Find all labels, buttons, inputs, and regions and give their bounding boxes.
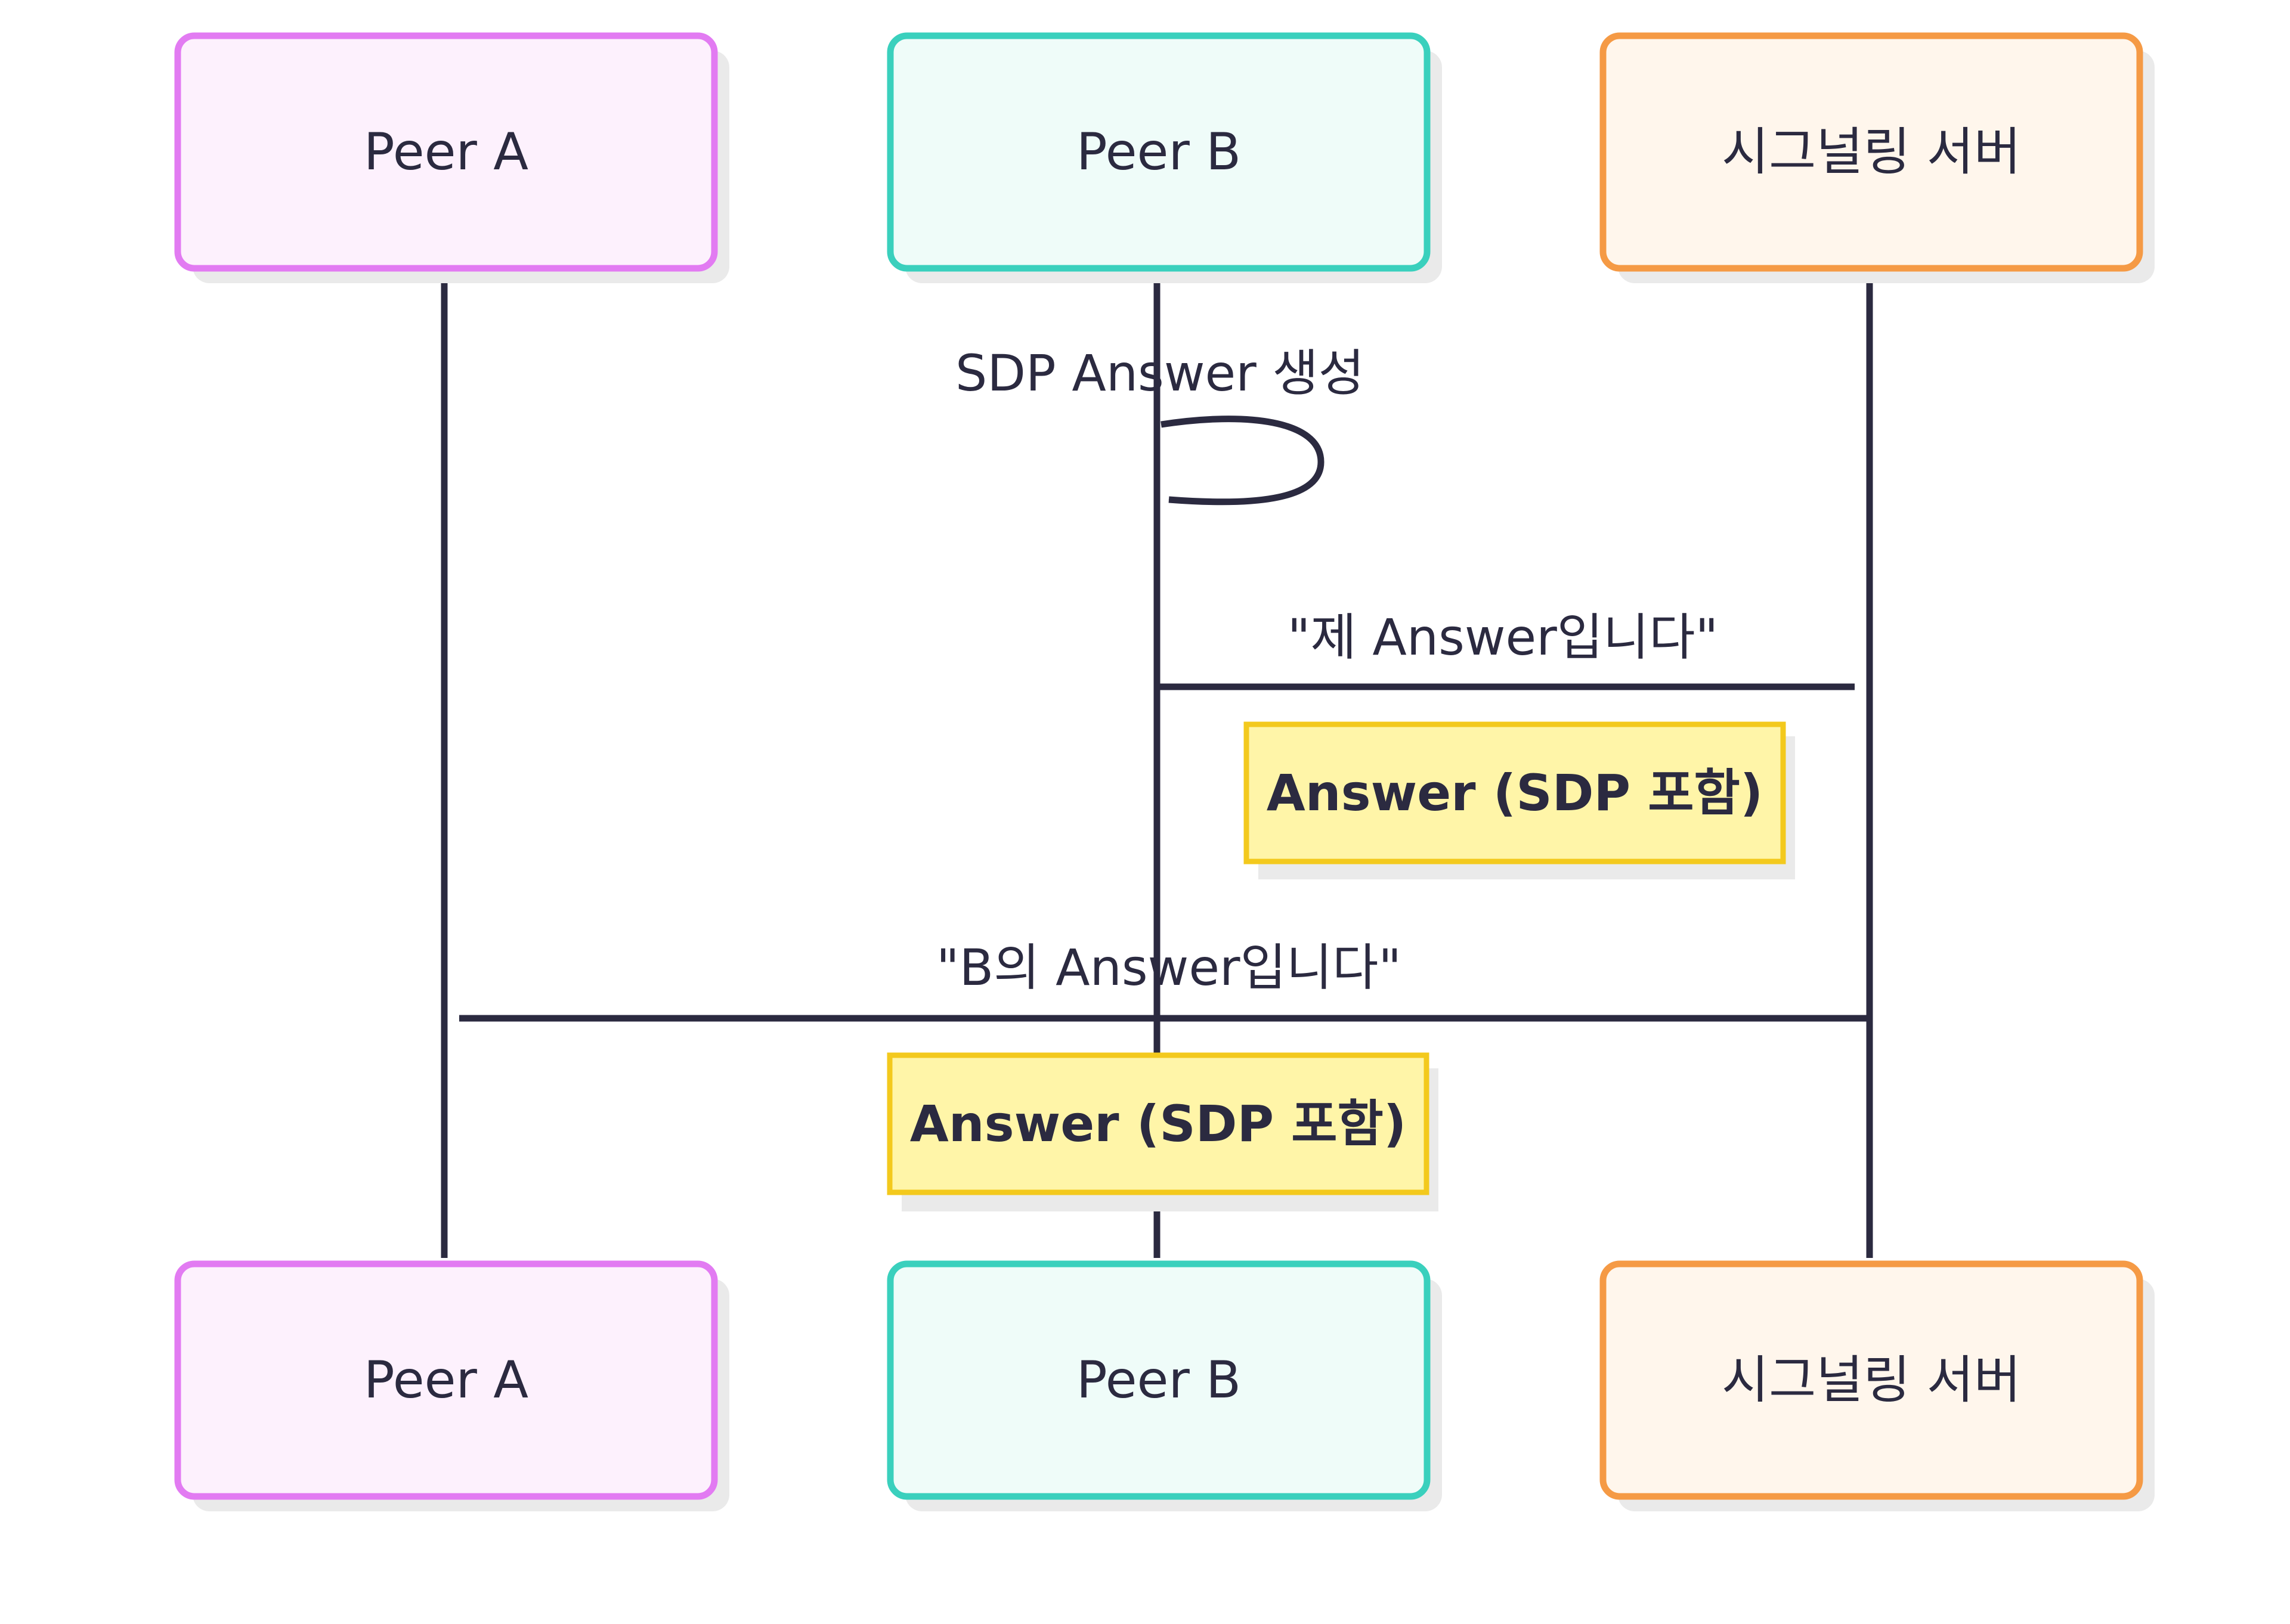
participant-label: Peer B <box>1076 122 1241 182</box>
participant-bottom-signaling-server: 시그널링 서버 <box>1599 1260 2155 1511</box>
participant-bottom-peer-b: Peer B <box>887 1260 1442 1511</box>
message-label: "B의 Answer입니다" <box>936 938 1401 997</box>
participant-top-peer-a: Peer A <box>174 32 729 283</box>
participant-label: Peer A <box>364 122 528 182</box>
participant-bottom-peer-a: Peer A <box>174 1260 729 1511</box>
note-label: Answer (SDP 포함) <box>1267 764 1763 822</box>
participant-top-signaling-server: 시그널링 서버 <box>1599 32 2155 283</box>
participant-label: Peer B <box>1076 1350 1241 1410</box>
participant-top-peer-b: Peer B <box>887 32 1442 283</box>
message-self-answer: SDP Answer 생성 <box>955 344 1364 506</box>
note-label: Answer (SDP 포함) <box>910 1095 1406 1153</box>
message-answer-to-server: "제 Answer입니다" <box>1160 608 1855 690</box>
note-box <box>1243 721 1786 864</box>
participant-box <box>1599 1260 2143 1500</box>
participant-box <box>174 32 718 272</box>
participant-box <box>887 1260 1431 1500</box>
message-answer-to-peer-a: "B의 Answer입니다" <box>459 938 1870 1022</box>
note-2: Answer (SDP 포함) <box>887 1052 1438 1211</box>
participant-label: 시그널링 서버 <box>1722 1350 2021 1410</box>
participant-label: Peer A <box>364 1350 528 1410</box>
participant-box <box>174 1260 718 1500</box>
self-loop-arrow <box>1161 416 1325 506</box>
message-label: SDP Answer 생성 <box>955 344 1364 402</box>
participant-box <box>887 32 1431 272</box>
note-box <box>887 1052 1429 1195</box>
participant-label: 시그널링 서버 <box>1722 122 2021 182</box>
participant-box <box>1599 32 2143 272</box>
note-1: Answer (SDP 포함) <box>1243 721 1795 879</box>
message-label: "제 Answer입니다" <box>1288 608 1718 667</box>
